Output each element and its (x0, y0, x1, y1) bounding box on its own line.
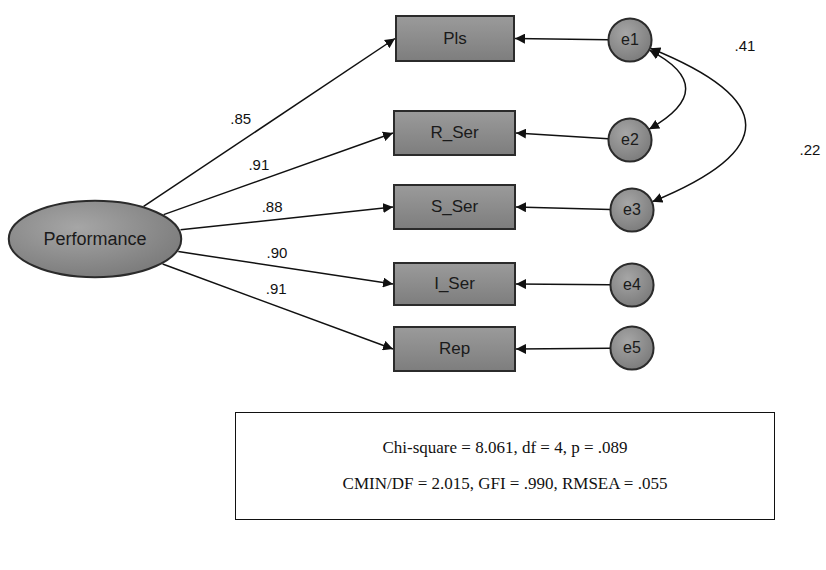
node-label: R_Ser (430, 123, 478, 143)
latent-ellipse: Performance (7, 200, 183, 278)
node-label: e1 (621, 31, 639, 49)
observed-box: I_Ser (393, 262, 516, 306)
covariance-arc (650, 48, 745, 201)
path-arrow (516, 347, 610, 349)
node-label: Rep (439, 339, 470, 359)
observed-box: Rep (393, 326, 516, 372)
error-circle: e2 (608, 118, 652, 162)
path-coefficient: .91 (246, 157, 271, 173)
node-label: I_Ser (434, 274, 475, 294)
error-circle: e1 (608, 18, 652, 62)
path-coefficient: .41 (733, 38, 758, 54)
error-circle: e5 (610, 326, 654, 370)
path-arrow (181, 207, 393, 230)
path-arrow (144, 39, 395, 207)
path-coefficient: .90 (264, 245, 289, 261)
error-circle: e3 (610, 188, 654, 232)
fit-statistic-line: CMIN/DF = 2.015, GFI = .990, RMSEA = .05… (343, 474, 668, 494)
observed-box: Pls (395, 15, 515, 62)
node-label: S_Ser (431, 197, 478, 217)
node-label: e4 (623, 276, 641, 294)
fit-statistic-line: Chi-square = 8.061, df = 4, p = .089 (382, 438, 627, 458)
node-label: Pls (443, 29, 467, 49)
path-arrow (163, 264, 393, 349)
path-coefficient: .85 (228, 111, 253, 127)
path-coefficient: .91 (264, 281, 289, 297)
path-arrow (516, 207, 610, 209)
path-arrow (164, 133, 393, 215)
fit-statistics-box: Chi-square = 8.061, df = 4, p = .089CMIN… (235, 412, 775, 520)
path-coefficient: .22 (798, 142, 823, 158)
observed-box: R_Ser (393, 110, 516, 156)
path-arrow (515, 39, 608, 40)
path-coefficient: .88 (260, 199, 285, 215)
observed-box: S_Ser (393, 184, 516, 230)
node-label: e2 (621, 131, 639, 149)
error-circle: e4 (610, 263, 654, 307)
path-arrow (516, 133, 608, 139)
node-label: e3 (623, 201, 641, 219)
node-label: e5 (623, 339, 641, 357)
path-arrow (516, 283, 610, 285)
node-label: Performance (43, 229, 146, 250)
